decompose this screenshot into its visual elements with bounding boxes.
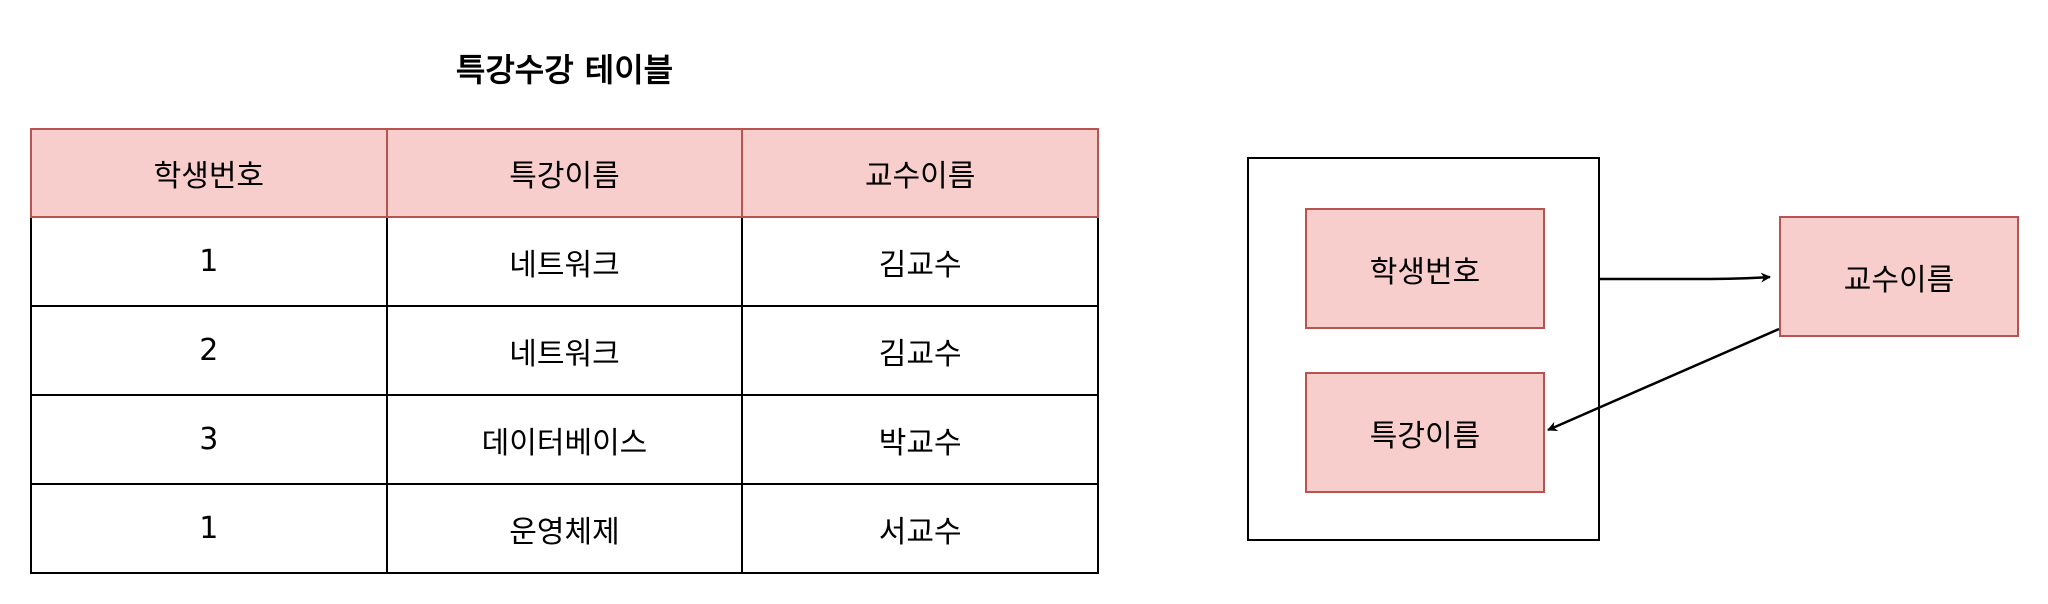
- lecture-enrollment-table: 학생번호 특강이름 교수이름 1 네트워크 김교수 2 네트워크 김교수 3 데…: [30, 128, 1099, 574]
- table-row: 1 네트워크 김교수: [30, 216, 1099, 307]
- cell-professor-name: 서교수: [741, 483, 1099, 574]
- table-title: 특강수강 테이블: [455, 51, 674, 89]
- node-lecture-name: 특강이름: [1305, 372, 1545, 493]
- composite-key-box: [1247, 157, 1600, 541]
- cell-lecture-name: 네트워크: [385, 216, 744, 307]
- cell-lecture-name: 데이터베이스: [385, 394, 744, 485]
- cell-student-no: 2: [30, 305, 388, 396]
- table-header-row: 학생번호 특강이름 교수이름: [30, 128, 1099, 218]
- cell-student-no: 3: [30, 394, 388, 485]
- header-student-no: 학생번호: [30, 128, 388, 218]
- table-row: 1 운영체제 서교수: [30, 483, 1099, 574]
- cell-professor-name: 박교수: [741, 394, 1099, 485]
- arrow-professor-to-lecture: [1547, 327, 1780, 432]
- header-professor-name: 교수이름: [741, 128, 1099, 218]
- arrow-key-to-professor: [1600, 272, 1771, 283]
- node-student-no: 학생번호: [1305, 208, 1545, 329]
- cell-lecture-name: 운영체제: [385, 483, 744, 574]
- cell-student-no: 1: [30, 483, 388, 574]
- table-row: 2 네트워크 김교수: [30, 305, 1099, 396]
- cell-professor-name: 김교수: [741, 305, 1099, 396]
- cell-student-no: 1: [30, 216, 388, 307]
- header-lecture-name: 특강이름: [385, 128, 744, 218]
- cell-professor-name: 김교수: [741, 216, 1099, 307]
- node-professor-name: 교수이름: [1779, 216, 2019, 337]
- cell-lecture-name: 네트워크: [385, 305, 744, 396]
- table-row: 3 데이터베이스 박교수: [30, 394, 1099, 485]
